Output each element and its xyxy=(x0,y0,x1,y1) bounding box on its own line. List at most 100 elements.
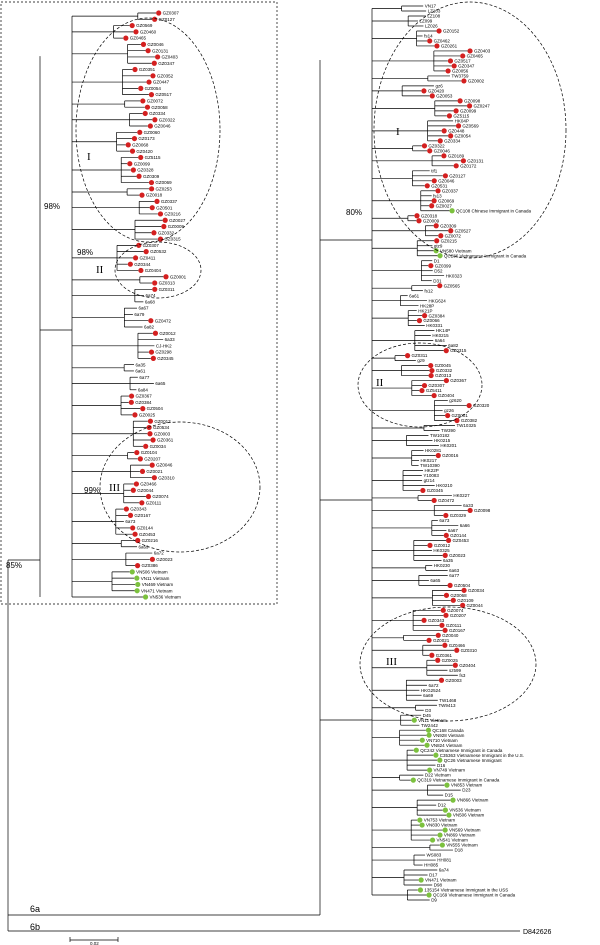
clade-iii-outline xyxy=(99,421,261,553)
tip-label: 6a33 xyxy=(165,337,176,342)
tip-label: GZ0315 xyxy=(450,348,467,353)
tip-label: GZ0001 xyxy=(452,413,469,418)
tip-label: GZ0023 xyxy=(156,557,173,562)
tip-label: GZ0013 xyxy=(154,419,171,424)
red-sample-dot xyxy=(460,158,467,164)
green-sample-dot xyxy=(433,752,439,758)
tip-label: GZ0361 xyxy=(157,438,174,443)
tip-label: 135154 Vietnamese Immigrant in the USS xyxy=(424,888,508,893)
tip-label: GZ0465 xyxy=(467,54,484,59)
tip-label: GZ0411 xyxy=(139,256,155,261)
red-sample-dot xyxy=(428,263,434,269)
red-sample-dot xyxy=(416,218,422,224)
tip-label: GZ0404 xyxy=(459,663,476,668)
tip-label: VN753 Vietnam xyxy=(424,818,456,823)
tip-label: HK0201 xyxy=(440,443,457,448)
red-sample-dot xyxy=(147,431,153,437)
red-sample-dot xyxy=(435,188,441,194)
green-sample-dot xyxy=(424,742,430,748)
tip-label: 6a65 xyxy=(155,381,166,386)
tip-label: HK04P xyxy=(455,118,469,123)
green-sample-dot xyxy=(413,747,419,753)
tip-label: GZ0127 xyxy=(159,17,176,22)
red-sample-dot xyxy=(446,113,453,119)
tip-label: GZ0044 xyxy=(467,603,484,608)
red-sample-dot xyxy=(155,54,161,60)
green-sample-dot xyxy=(439,842,445,848)
tip-label: GZ0066 xyxy=(423,318,440,323)
red-sample-dot xyxy=(445,537,452,544)
tip-label: GZ0466 xyxy=(140,482,157,487)
red-sample-dot xyxy=(151,230,157,236)
red-sample-dot xyxy=(427,148,433,154)
tip-label: GZ0131 xyxy=(467,158,484,163)
tip-label: 6a69 xyxy=(423,693,434,698)
tip-label: 6a61 xyxy=(409,293,420,298)
red-sample-dot xyxy=(131,135,138,142)
red-sample-dot xyxy=(139,500,145,506)
bootstrap-label: 85% xyxy=(6,561,22,570)
red-sample-dot xyxy=(443,592,450,598)
green-sample-dot xyxy=(419,822,425,828)
tip-label: GZ0018 xyxy=(146,193,163,198)
clade-i-outline xyxy=(75,17,221,243)
red-sample-dot xyxy=(437,138,443,144)
red-sample-dot xyxy=(137,456,143,462)
tip-label: GZ0517 xyxy=(454,59,471,64)
tip-label: GZ0027 xyxy=(436,203,453,208)
scale-label: 0.02 xyxy=(90,941,99,945)
tip-label: GZ0167 xyxy=(449,628,466,633)
tip-label: tif1 xyxy=(431,168,438,173)
tip-label: GZ0099 xyxy=(134,161,151,166)
tip-label: GZ0328 xyxy=(137,168,154,173)
tip-label: fs13 xyxy=(433,193,442,198)
clade-label: III xyxy=(386,656,397,668)
tip-label: 6a73 xyxy=(125,519,136,524)
red-sample-dot xyxy=(145,493,152,500)
tip-label: fs12 xyxy=(424,288,433,293)
red-sample-dot xyxy=(147,123,153,129)
tip-label: GZ0309 xyxy=(440,223,457,228)
red-sample-dot xyxy=(447,582,453,588)
tip-label: GZ0167 xyxy=(134,513,151,518)
red-sample-dot xyxy=(421,143,428,149)
tip-label: VN824 Vietnam xyxy=(431,743,463,748)
red-sample-dot xyxy=(431,178,437,184)
tip-label: LZ026 xyxy=(425,24,438,29)
clade-label: II xyxy=(96,264,104,276)
tip-label: HK0215 xyxy=(432,333,449,338)
tip-label: GZ0332 xyxy=(158,230,175,235)
tip-label: gz6 xyxy=(435,84,443,89)
tip-label: VN506 Vietnam xyxy=(453,813,485,818)
tip-label: HK0217 xyxy=(421,458,438,463)
red-sample-dot xyxy=(419,387,425,394)
tip-label: GZ0404 xyxy=(438,393,455,398)
tip-label: gtz14 xyxy=(424,478,436,483)
tip-label: VN866 Vietnam xyxy=(457,798,489,803)
red-sample-dot xyxy=(442,627,448,633)
red-sample-dot xyxy=(148,92,155,98)
red-sample-dot xyxy=(148,179,155,186)
tip-label: GZ0531 xyxy=(431,183,448,188)
tip-label: GZ0216 xyxy=(164,212,181,217)
green-sample-dot xyxy=(425,727,432,733)
red-sample-dot xyxy=(453,108,459,114)
tip-label: D23 xyxy=(462,788,471,793)
tip-label: GZ0322 xyxy=(159,117,176,122)
tip-label: GZ0131 xyxy=(152,48,169,53)
tip-label: GZ0345 xyxy=(427,488,444,493)
red-sample-dot xyxy=(161,223,167,230)
red-sample-dot xyxy=(421,382,428,389)
tip-label: VN471 Vietnam xyxy=(141,588,173,593)
red-sample-dot xyxy=(445,68,451,74)
red-sample-dot xyxy=(138,85,144,91)
clade-label: II xyxy=(376,377,384,389)
red-sample-dot xyxy=(443,532,449,539)
red-sample-dot xyxy=(133,29,139,35)
tip-label: GZ0532 xyxy=(150,249,167,254)
red-sample-dot xyxy=(428,372,434,379)
tip-label: VN580 Vietnam xyxy=(440,248,472,253)
tip-label: QC286 Vietnamese Immigrant in Canada xyxy=(444,253,527,258)
tip-label: D31 xyxy=(433,278,442,283)
clade-label: I xyxy=(396,126,400,138)
